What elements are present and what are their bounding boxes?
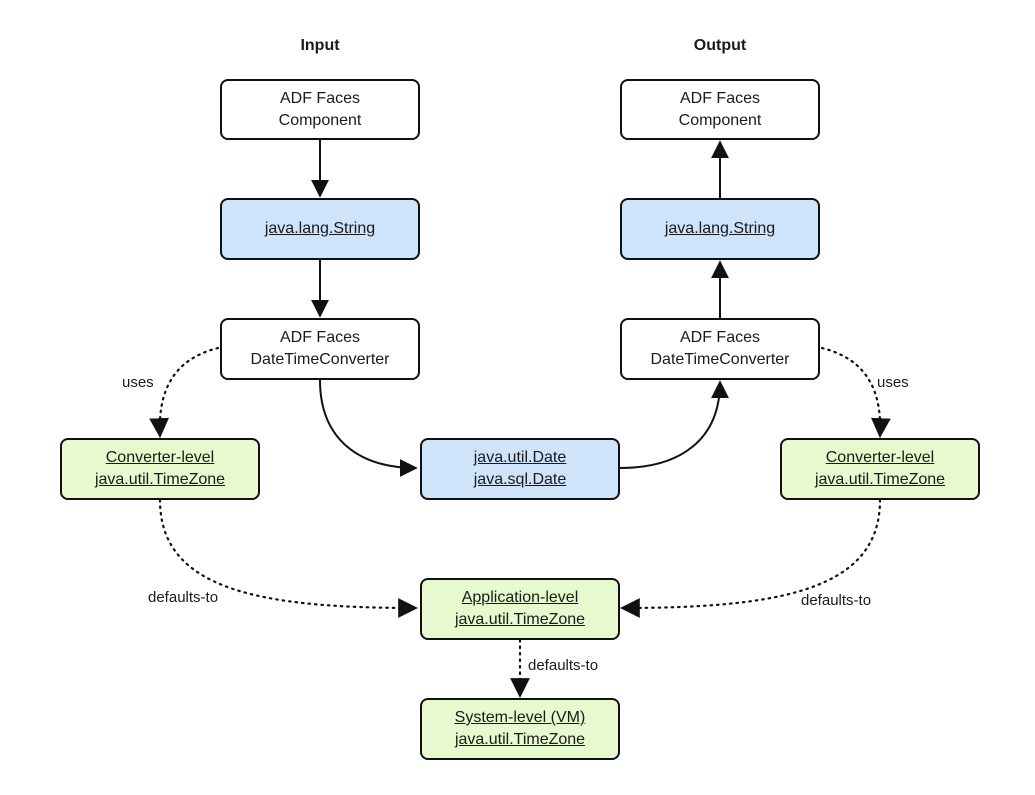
application-timezone-box[interactable]: Application-level java.util.TimeZone: [420, 578, 620, 640]
edge-uses-left: [149, 346, 220, 438]
input-string-label: java.lang.String: [264, 220, 376, 237]
application-timezone-line2: java.util.TimeZone: [454, 611, 586, 628]
date-box[interactable]: java.util.Date java.sql.Date: [420, 438, 620, 500]
output-component-line1: ADF Faces: [679, 89, 760, 107]
input-component-box[interactable]: ADF Faces Component: [220, 79, 420, 140]
output-timezone-line2: java.util.TimeZone: [814, 471, 946, 488]
edge-defaults-left: [158, 498, 418, 618]
input-converter-line2: DateTimeConverter: [250, 351, 390, 368]
defaults-to-label-right: defaults-to: [799, 592, 874, 609]
system-timezone-line2: java.util.TimeZone: [454, 731, 586, 748]
edge-date-to-out-converter: [619, 380, 729, 469]
input-component-line2: Component: [278, 111, 362, 129]
edge-uses-right: [820, 346, 891, 438]
input-string-box[interactable]: java.lang.String: [220, 198, 420, 260]
defaults-to-label-left: defaults-to: [146, 589, 221, 606]
output-converter-box[interactable]: ADF Faces DateTimeConverter: [620, 318, 820, 380]
uses-label-right: uses: [875, 374, 911, 391]
edge-in-converter-to-date: [319, 379, 418, 477]
system-timezone-line1: System-level (VM): [454, 709, 586, 726]
defaults-to-label-center: defaults-to: [526, 657, 601, 674]
output-converter-timezone-box[interactable]: Converter-level java.util.TimeZone: [780, 438, 980, 500]
input-heading: Input: [300, 37, 340, 54]
input-converter-line1: ADF Faces: [279, 329, 360, 346]
input-timezone-line1: Converter-level: [105, 449, 215, 466]
output-component-line2: Component: [678, 111, 762, 129]
input-component-line1: ADF Faces: [279, 89, 360, 107]
input-converter-box[interactable]: ADF Faces DateTimeConverter: [220, 318, 420, 380]
date-line1: java.util.Date: [473, 449, 567, 466]
system-timezone-box[interactable]: System-level (VM) java.util.TimeZone: [420, 698, 620, 760]
output-component-box[interactable]: ADF Faces Component: [620, 79, 820, 140]
input-converter-timezone-box[interactable]: Converter-level java.util.TimeZone: [60, 438, 260, 500]
input-timezone-line2: java.util.TimeZone: [94, 471, 226, 488]
date-line2: java.sql.Date: [473, 471, 567, 488]
output-string-label: java.lang.String: [664, 220, 776, 237]
edge-defaults-right: [620, 498, 882, 618]
output-converter-line2: DateTimeConverter: [650, 351, 790, 368]
output-converter-line1: ADF Faces: [679, 329, 760, 346]
output-timezone-line1: Converter-level: [825, 449, 935, 466]
uses-label-left: uses: [120, 374, 156, 391]
application-timezone-line1: Application-level: [461, 589, 579, 606]
output-heading: Output: [693, 37, 747, 54]
output-string-box[interactable]: java.lang.String: [620, 198, 820, 260]
